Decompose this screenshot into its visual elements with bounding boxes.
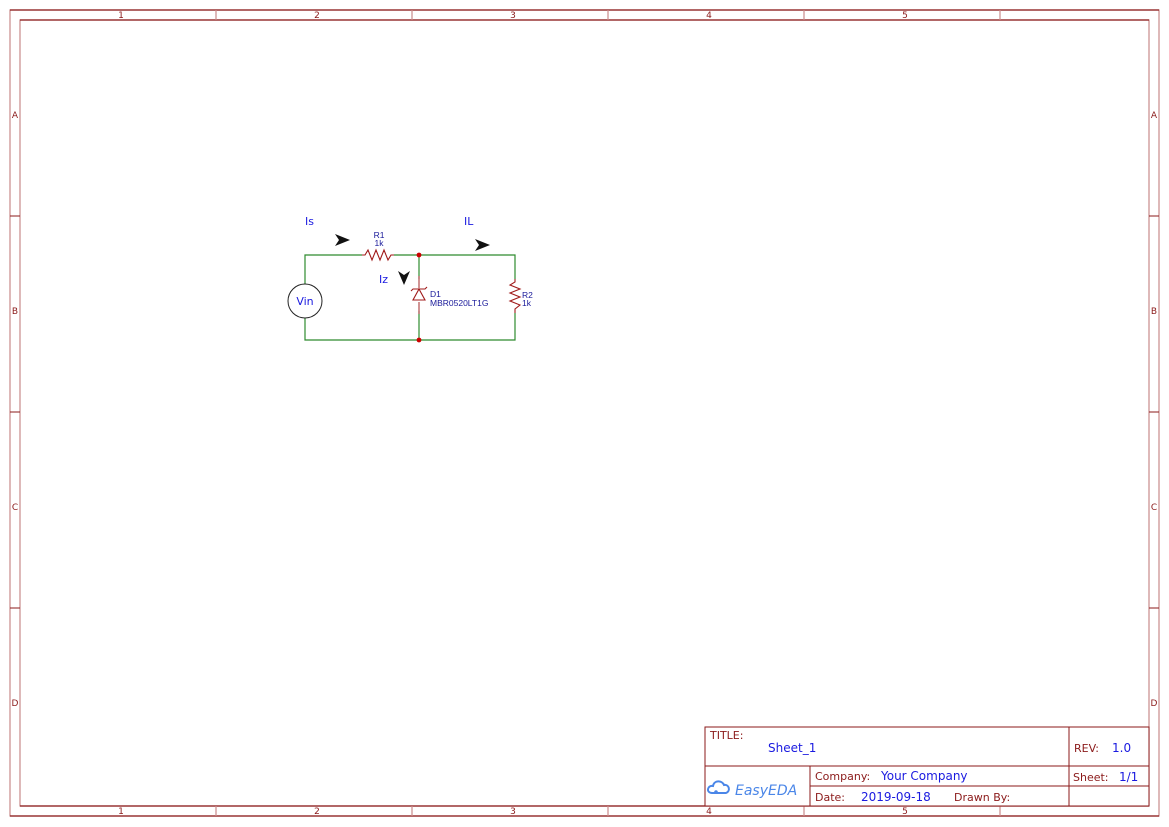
row-label: A <box>1151 111 1158 121</box>
sheet-frame: 1 2 3 4 5 1 2 3 4 5 A B C D A B C D <box>9 9 1160 817</box>
column-label: 5 <box>902 807 908 817</box>
junction-dot <box>416 252 422 258</box>
column-label: 4 <box>706 11 712 21</box>
drawn-by-label: Drawn By: <box>954 791 1010 804</box>
current-label-il: IL <box>464 215 474 228</box>
easyeda-logo: EasyEDA <box>707 780 797 799</box>
column-label: 2 <box>314 807 320 817</box>
current-label-is: Is <box>305 215 314 228</box>
date-label: Date: <box>815 791 845 804</box>
row-label: B <box>1151 307 1157 317</box>
title-block: TITLE: Sheet_1 REV: 1.0 EasyEDA Company:… <box>704 726 1150 807</box>
junction-dot <box>416 337 422 343</box>
r2-designator: R2 <box>522 290 533 300</box>
diode-d1[interactable]: D1 MBR0520LT1G <box>410 286 488 308</box>
column-label: 1 <box>118 11 124 21</box>
current-label-iz: Iz <box>379 273 388 286</box>
company-label: Company: <box>815 770 870 783</box>
column-label: 3 <box>510 11 516 21</box>
row-label: D <box>12 699 19 709</box>
row-label: A <box>12 111 19 121</box>
sheet-value[interactable]: 1/1 <box>1119 770 1138 784</box>
sheet-label: Sheet: <box>1073 771 1109 784</box>
resistor-r1[interactable]: R1 1k <box>362 230 394 262</box>
r1-designator: R1 <box>374 230 385 240</box>
circuit: Vin R1 1k R2 1k D1 MBR0520LT1G Is IL Iz <box>287 215 533 343</box>
column-label: 5 <box>902 11 908 21</box>
arrow-right-icon <box>475 239 490 251</box>
date-value[interactable]: 2019-09-18 <box>861 790 931 804</box>
resistor-r2[interactable]: R2 1k <box>508 279 533 313</box>
r1-value: 1k <box>375 238 385 248</box>
voltage-source-vin[interactable]: Vin <box>287 283 323 319</box>
column-label: 4 <box>706 807 712 817</box>
rev-label: REV: <box>1074 742 1099 755</box>
source-label: Vin <box>296 295 313 308</box>
logo-text: EasyEDA <box>735 783 797 799</box>
title-label: TITLE: <box>709 729 743 742</box>
wires[interactable] <box>304 254 516 341</box>
row-label: C <box>1151 503 1157 513</box>
company-value[interactable]: Your Company <box>880 769 968 783</box>
r2-value: 1k <box>522 298 532 308</box>
arrow-down-icon <box>398 271 410 285</box>
row-label: D <box>1151 699 1158 709</box>
rev-value[interactable]: 1.0 <box>1112 741 1131 755</box>
column-label: 3 <box>510 807 516 817</box>
row-label: C <box>12 503 18 513</box>
d1-designator: D1 <box>430 289 441 299</box>
column-label: 2 <box>314 11 320 21</box>
row-label: B <box>12 307 18 317</box>
d1-part: MBR0520LT1G <box>430 298 488 308</box>
title-value[interactable]: Sheet_1 <box>768 741 816 755</box>
arrow-right-icon <box>335 234 350 246</box>
cloud-icon <box>707 780 730 794</box>
column-label: 1 <box>118 807 124 817</box>
